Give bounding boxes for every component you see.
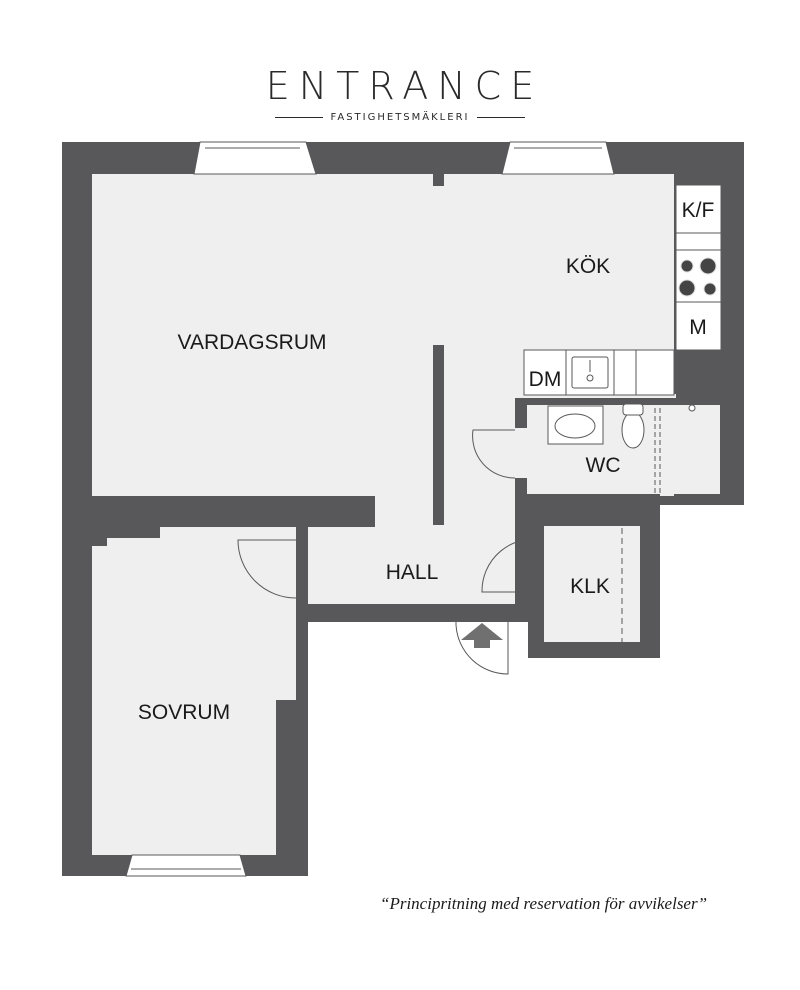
label-dm: DM	[529, 368, 562, 391]
label-wc: WC	[586, 454, 621, 477]
m-cabinet	[675, 301, 722, 351]
brand-logo: ENTRANCE FASTIGHETSMÄKLERI	[0, 64, 800, 123]
kf-cabinet	[675, 184, 722, 234]
wall-hall-west	[296, 527, 308, 622]
burner-icon	[678, 279, 696, 297]
stove-burners-icon	[678, 257, 717, 297]
floor-hall-upper	[375, 400, 517, 500]
wall-klk-west-upper	[530, 526, 544, 540]
counter-2	[613, 349, 637, 396]
sink-drain	[586, 374, 594, 382]
disclaimer-text: “Principritning med reservation för avvi…	[380, 894, 708, 913]
burner-icon	[680, 259, 694, 273]
wall-wc-top	[515, 398, 720, 405]
brand-tagline-row: FASTIGHETSMÄKLERI	[0, 112, 800, 123]
label-kf: K/F	[682, 199, 715, 222]
window-bedroom	[125, 854, 247, 877]
floor-bedroom	[92, 527, 296, 855]
label-hall: HALL	[386, 561, 439, 584]
burner-icon	[703, 282, 717, 296]
burner-icon	[699, 257, 717, 275]
wall-top-notch	[433, 174, 444, 186]
windows	[125, 141, 615, 877]
door-klk	[481, 538, 545, 593]
brand-name: ENTRANCE	[265, 64, 544, 108]
door-bedroom	[237, 539, 297, 599]
wc-fixtures	[547, 403, 696, 494]
doors	[237, 429, 545, 675]
tagline-rule-right	[477, 117, 526, 118]
dm-cabinet	[523, 349, 567, 396]
wall-hall-south	[296, 604, 456, 622]
window-kitchen	[501, 141, 615, 175]
toilet-bowl-icon	[621, 411, 645, 449]
wall-living-bedroom	[62, 496, 375, 527]
tagline-rule-left	[274, 117, 323, 118]
counter-4	[675, 232, 722, 251]
floor-klk	[544, 526, 640, 642]
window-living	[193, 141, 317, 175]
entrance-arrow-icon	[461, 623, 503, 648]
brand-tagline: FASTIGHETSMÄKLERI	[330, 112, 470, 123]
shower-head-icon	[688, 404, 696, 412]
label-vardagsrum: VARDAGSRUM	[178, 331, 327, 354]
door-entrance	[455, 622, 509, 675]
wall-klk-west-lower	[530, 592, 544, 642]
wall-wc-south	[515, 494, 660, 526]
kitchen-sink-icon	[571, 356, 609, 389]
toilet-tank-icon	[622, 403, 644, 416]
sink-basin	[571, 356, 609, 389]
label-klk: KLK	[570, 575, 610, 598]
washbasin-icon	[554, 413, 596, 439]
label-m: M	[689, 316, 707, 339]
wall-divider-column	[433, 345, 444, 525]
counter-3	[635, 349, 675, 396]
label-sovrum: SOVRUM	[138, 701, 230, 724]
door-wc	[472, 429, 516, 479]
wall-wc-west-upper	[515, 398, 527, 428]
label-kok: KÖK	[566, 255, 610, 278]
